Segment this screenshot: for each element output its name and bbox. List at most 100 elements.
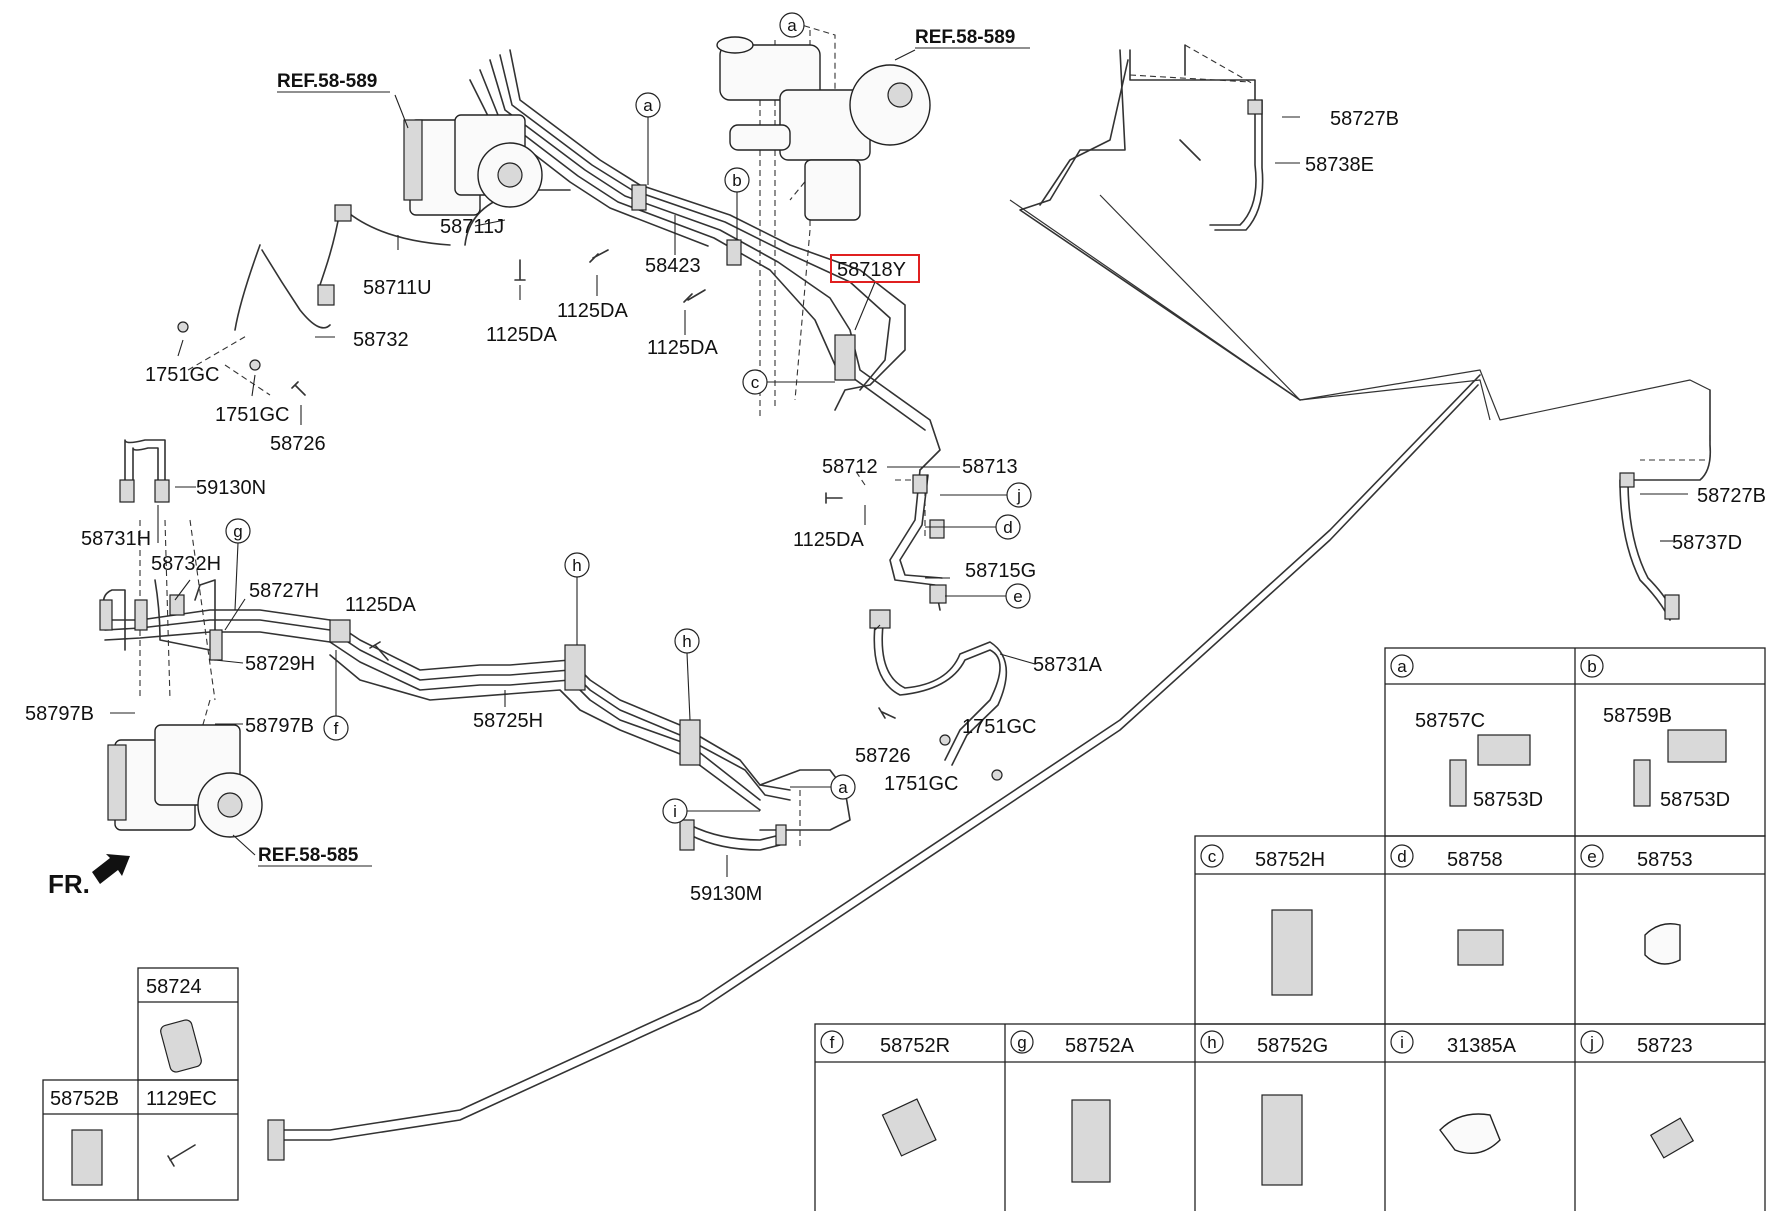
front-arrow-icon xyxy=(92,854,130,884)
part-labels: REF.58-589 REF.58-589 REF.58-585 FR. 587… xyxy=(25,27,1766,905)
callout-i: i xyxy=(662,798,760,824)
small-parts-table: 58724 58752B 1129EC xyxy=(42,967,239,1201)
svg-text:c: c xyxy=(751,373,760,392)
callout-h-right: h xyxy=(674,628,700,721)
svg-text:58752H: 58752H xyxy=(1255,849,1325,871)
bolt-icon xyxy=(167,1144,196,1167)
clip-g-icon xyxy=(1071,1099,1111,1183)
clip-b-small-icon xyxy=(71,1129,103,1186)
svg-text:58753D: 58753D xyxy=(1660,789,1730,811)
clip-block-icon xyxy=(1477,734,1531,766)
svg-text:58759B: 58759B xyxy=(1603,705,1672,727)
svg-text:j: j xyxy=(1589,1033,1594,1052)
svg-text:58757C: 58757C xyxy=(1415,710,1485,732)
label-58732: 58732 xyxy=(353,329,409,351)
small-table-58724: 58724 xyxy=(146,976,202,998)
svg-text:58753: 58753 xyxy=(1637,849,1693,871)
svg-text:b: b xyxy=(732,171,741,190)
svg-text:c: c xyxy=(1208,847,1217,866)
small-table-1129EC: 1129EC xyxy=(146,1088,217,1110)
label-58727B-top: 58727B xyxy=(1330,108,1399,130)
legend-cell-e: e 58753 xyxy=(1580,844,1693,965)
label-58423: 58423 xyxy=(645,255,701,277)
clip-c-icon xyxy=(1271,909,1313,996)
svg-text:a: a xyxy=(787,16,797,35)
svg-text:e: e xyxy=(1013,587,1022,606)
label-58797B-1: 58797B xyxy=(25,703,94,725)
label-58738E: 58738E xyxy=(1305,154,1374,176)
clip-f-icon xyxy=(881,1098,937,1157)
label-58713: 58713 xyxy=(962,456,1018,478)
svg-text:h: h xyxy=(1207,1033,1216,1052)
svg-text:g: g xyxy=(233,522,242,541)
svg-text:58758: 58758 xyxy=(1447,849,1503,871)
label-59130M: 59130M xyxy=(690,883,762,905)
clip-j-icon xyxy=(1649,1117,1695,1159)
svg-text:d: d xyxy=(1003,518,1012,537)
svg-text:f: f xyxy=(830,1033,835,1052)
svg-text:g: g xyxy=(1017,1033,1026,1052)
label-58711J: 58711J xyxy=(440,216,504,238)
legend-cell-f: f 58752R xyxy=(820,1030,950,1157)
clip-plate-icon xyxy=(1633,759,1651,807)
legend-cell-d: d 58758 xyxy=(1390,844,1504,966)
legend-cell-c: c 58752H xyxy=(1200,844,1325,996)
label-1751GC-3: 1751GC xyxy=(962,716,1037,738)
svg-text:a: a xyxy=(838,778,848,797)
master-cylinder xyxy=(716,36,931,221)
leader-lines xyxy=(110,49,1688,877)
label-58732H: 58732H xyxy=(151,553,221,575)
legend-cell-j: j 58723 xyxy=(1580,1030,1695,1159)
ref-label-top-left: REF.58-589 xyxy=(277,71,377,92)
label-1125DA-4: 1125DA xyxy=(793,529,864,551)
label-58731H: 58731H xyxy=(81,528,151,550)
legend-cell-a: a 58757C 58753D xyxy=(1390,654,1543,811)
callout-a-top: a xyxy=(779,12,805,38)
svg-text:i: i xyxy=(673,802,677,821)
label-58737D: 58737D xyxy=(1672,532,1742,554)
grommet-e-icon xyxy=(1644,923,1681,965)
label-58711U: 58711U xyxy=(363,277,432,299)
svg-text:h: h xyxy=(572,556,581,575)
svg-text:d: d xyxy=(1397,847,1406,866)
svg-text:a: a xyxy=(643,96,653,115)
callout-d: d xyxy=(925,514,1021,540)
clip-block-icon xyxy=(1667,729,1727,763)
ref-label-abs: REF.58-585 xyxy=(258,845,359,866)
svg-text:58752G: 58752G xyxy=(1257,1035,1328,1057)
callout-circles: a a b c j d e xyxy=(225,12,1032,824)
clip-plate-icon xyxy=(1449,759,1467,807)
svg-text:31385A: 31385A xyxy=(1447,1035,1517,1057)
callout-a-bottom: a xyxy=(790,774,856,800)
svg-text:f: f xyxy=(334,719,339,738)
legend-cell-b: b 58759B 58753D xyxy=(1580,654,1730,811)
small-table-58752B: 58752B xyxy=(50,1088,119,1110)
svg-text:h: h xyxy=(682,632,691,651)
abs-modulator-bottom xyxy=(107,724,263,838)
label-58729H: 58729H xyxy=(245,653,315,675)
callout-c: c xyxy=(742,369,835,395)
svg-text:58753D: 58753D xyxy=(1473,789,1543,811)
sleeve-icon xyxy=(160,1019,202,1073)
label-1751GC-4: 1751GC xyxy=(884,773,959,795)
legend-table: a 58757C 58753D b 58759B 58753D c 58752H… xyxy=(814,647,1766,1211)
callout-b: b xyxy=(724,167,750,240)
clips-and-fittings xyxy=(99,99,1680,1161)
svg-text:a: a xyxy=(1397,657,1407,676)
label-1125DA-2: 1125DA xyxy=(557,300,628,322)
front-indicator: FR. xyxy=(48,869,90,899)
callout-e: e xyxy=(945,583,1031,609)
label-1125DA-1: 1125DA xyxy=(486,324,557,346)
callout-h-left: h xyxy=(564,552,590,645)
label-59130N: 59130N xyxy=(196,477,266,499)
label-58718Y: 58718Y xyxy=(837,259,906,281)
clip-h-icon xyxy=(1261,1094,1303,1186)
bolts xyxy=(177,249,1003,781)
ref-label-top-center: REF.58-589 xyxy=(915,27,1015,48)
label-58797B-2: 58797B xyxy=(245,715,314,737)
callout-f: f xyxy=(323,650,349,741)
svg-text:58723: 58723 xyxy=(1637,1035,1693,1057)
svg-text:b: b xyxy=(1587,657,1596,676)
label-58727B-right: 58727B xyxy=(1697,485,1766,507)
